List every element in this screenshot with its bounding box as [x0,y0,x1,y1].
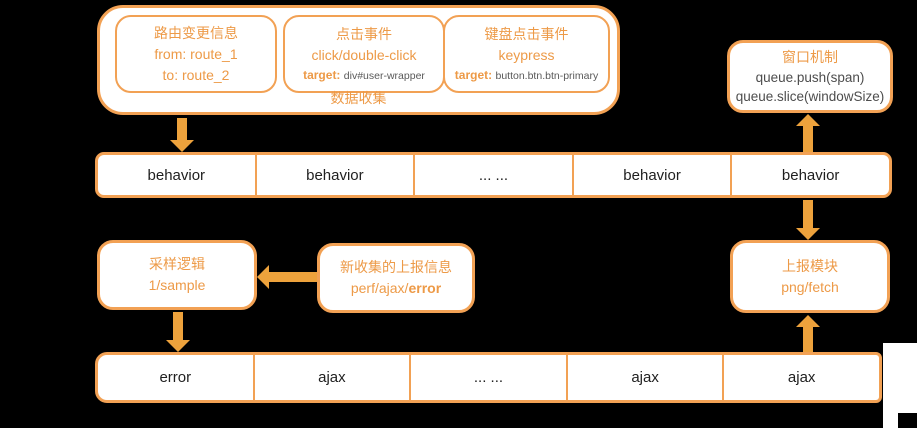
arrowhead-up-icon [796,315,820,327]
arrow-shaft [173,312,183,341]
click-event-line: click/double-click [311,46,417,63]
arrowhead-left-icon [257,265,269,289]
arrow-behavior-to-report [796,200,820,240]
report-module-title: 上报模块 [782,257,838,274]
queue-cell-ajax: ajax [568,355,725,400]
click-event-target-line: target: div#user-wrapper [303,66,425,85]
arrow-sampling-to-queue [166,312,190,352]
data-collection-label: 数据收集 [330,90,387,106]
arrow-queue-to-report [796,315,820,352]
keypress-event-line: keypress [498,46,555,63]
target-label: target: [454,67,493,82]
report-module-box: 上报模块 png/fetch [730,240,890,313]
target-label: target: [303,67,341,82]
arrow-collection-to-behavior [170,118,194,152]
arrow-newreport-to-sampling [257,265,317,289]
target-value: div#user-wrapper [343,69,425,82]
behavior-cell: behavior [574,155,733,195]
queue-cell-ajax: ajax [787,369,816,386]
arrowhead-up-icon [796,114,820,126]
route-change-box: 路由变更信息 from: route_1 to: route_2 [115,15,277,93]
queue-slice-line: queue.slice(windowSize) [735,89,885,104]
sampling-logic-box: 采样逻辑 1/sample [97,240,257,310]
window-mechanism-title: 窗口机制 [782,49,838,65]
behavior-queue-row: behavior behavior ... ... behavior behav… [95,152,892,198]
behavior-cell-ellipsis: ... ... [415,155,574,195]
target-value: button.btn.btn-primary [495,69,599,82]
click-event-box: 点击事件 click/double-click target: div#user… [283,15,445,93]
queue-push-line: queue.push(span) [755,70,865,85]
behavior-cell: behavior [98,155,257,195]
sampling-rate-line: 1/sample [148,277,206,293]
keypress-target-line: target: button.btn.btn-primary [455,66,598,85]
data-collection-group: 路由变更信息 from: route_1 to: route_2 点击事件 cl… [97,5,620,115]
route-from-line: from: route_1 [154,45,238,62]
arrowhead-down-icon [796,228,820,240]
queue-cell-error: error [98,355,255,400]
route-to-line: to: route_2 [162,66,230,83]
arrowhead-down-icon [166,340,190,352]
queue-cell-ellipsis: ... ... [411,355,568,400]
report-methods-line: png/fetch [781,278,839,295]
arrow-shaft [177,118,187,141]
keypress-event-box: 键盘点击事件 keypress target: button.btn.btn-p… [443,15,610,93]
arrow-shaft [803,326,813,352]
report-types-error: error [408,280,442,296]
new-report-info-title: 新收集的上报信息 [340,259,452,275]
background-artifact [883,343,917,413]
arrow-shaft [803,200,813,229]
click-event-title: 点击事件 [336,25,392,42]
background-artifact [883,412,898,428]
report-queue-row: error ajax ... ... ajax ajax [95,352,882,403]
route-change-title: 路由变更信息 [154,24,238,41]
report-types-line: perf/ajax/error [351,278,441,299]
arrow-shaft [268,272,317,282]
arrow-shaft [803,125,813,152]
behavior-cell: behavior [257,155,416,195]
arrow-behavior-to-window [796,114,820,152]
sampling-logic-title: 采样逻辑 [149,256,205,272]
window-mechanism-box: 窗口机制 queue.push(span) queue.slice(window… [727,40,893,113]
report-types-prefix: perf/ajax/ [350,280,409,296]
behavior-cell: behavior [781,166,840,184]
queue-cell-ajax: ajax [255,355,412,400]
new-report-info-box: 新收集的上报信息 perf/ajax/error [317,243,475,313]
arrowhead-down-icon [170,140,194,152]
keypress-event-title: 键盘点击事件 [484,25,569,42]
